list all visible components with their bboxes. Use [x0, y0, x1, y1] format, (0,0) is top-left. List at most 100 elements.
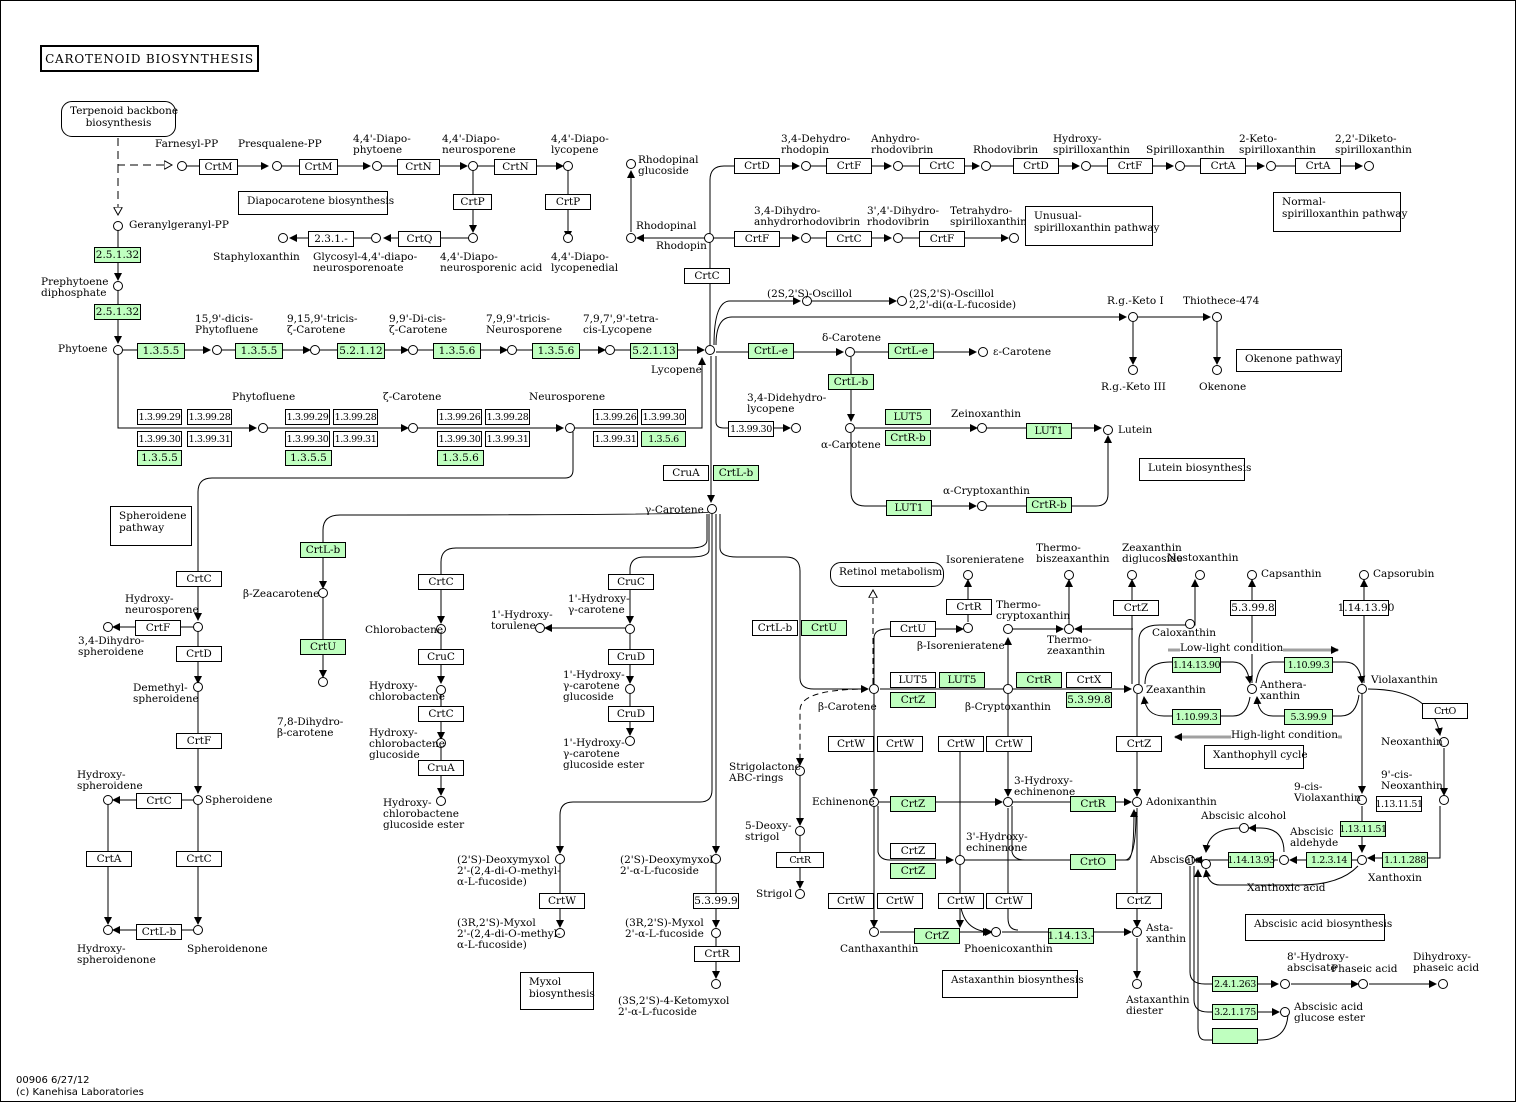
enzyme-box[interactable]: 1.3.5.6	[641, 431, 686, 447]
enzyme-box[interactable]: CrtZ	[890, 843, 936, 859]
compound-node-okenone[interactable]	[1212, 365, 1222, 375]
compound-node-dihydrospheroidene[interactable]	[103, 622, 113, 632]
enzyme-box[interactable]: CrtC	[136, 793, 182, 809]
enzyme-box[interactable]: CrtO	[1070, 854, 1116, 870]
pathway-link-retinol[interactable]: Retinol metabolism	[830, 562, 944, 587]
compound-node-thermocrypto[interactable]	[1003, 624, 1013, 634]
compound-node-dihydrophaseic[interactable]	[1438, 979, 1448, 989]
compound-node-beta-crypto[interactable]	[1003, 684, 1013, 694]
enzyme-box[interactable]: 1.1.1.288	[1382, 852, 1428, 868]
enzyme-box[interactable]: 1.3.99.30	[641, 409, 686, 425]
compound-node-tricis-neuro[interactable]	[507, 345, 517, 355]
compound-node-alpha-crypto[interactable]	[977, 501, 987, 511]
enzyme-box[interactable]: 2.4.1.263	[1212, 976, 1258, 992]
enzyme-box[interactable]: CrtF	[1107, 158, 1153, 174]
enzyme-box[interactable]: CrtM	[299, 159, 338, 175]
enzyme-box[interactable]: 1.14.13.-	[1047, 928, 1095, 944]
compound-node-antheraxanthin[interactable]	[1247, 684, 1257, 694]
compound-node-diaponeurosporene[interactable]	[468, 161, 478, 171]
enzyme-box[interactable]: CrtA	[1200, 158, 1246, 174]
enzyme-box[interactable]: CrtF	[919, 231, 965, 247]
compound-node-spirilloxanthin[interactable]	[1175, 161, 1185, 171]
enzyme-box[interactable]: 1.3.5.6	[532, 343, 580, 359]
enzyme-box[interactable]: CrtW	[938, 893, 984, 909]
compound-node-tricis-zeta[interactable]	[310, 345, 320, 355]
enzyme-box[interactable]: CrtL-b	[713, 465, 759, 481]
enzyme-box[interactable]: 1.13.11.51	[1339, 821, 1387, 837]
enzyme-box[interactable]: 1.3.5.5	[285, 450, 332, 466]
pathway-link-astaxanthin[interactable]: Astaxanthin biosynthesis	[942, 970, 1084, 998]
compound-node-ggpp[interactable]	[113, 221, 123, 231]
compound-node-neoxanthin[interactable]	[1439, 737, 1449, 747]
pathway-link-lutein[interactable]: Lutein biosynthesis	[1139, 458, 1251, 481]
compound-node-deoxystrigol[interactable]	[795, 826, 805, 836]
compound-node-phaseic-acid[interactable]	[1358, 979, 1368, 989]
compound-node-zeaxanthin[interactable]	[1133, 684, 1143, 694]
enzyme-box[interactable]: CruC	[418, 649, 464, 665]
enzyme-box[interactable]: CrtN	[397, 159, 440, 175]
compound-node-anhydrorhodovibrin[interactable]	[893, 161, 903, 171]
compound-node-dihydrorhodovibrin[interactable]	[893, 233, 903, 243]
enzyme-box[interactable]: CrtZ	[914, 928, 960, 944]
enzyme-box[interactable]: CrtU	[801, 620, 847, 636]
compound-node-spheroidenone[interactable]	[193, 925, 203, 935]
compound-node-beta-carotene[interactable]	[869, 684, 879, 694]
enzyme-box[interactable]: CrtW	[877, 736, 923, 752]
enzyme-box[interactable]: CrtD	[176, 646, 222, 662]
compound-node-diketospirillo[interactable]	[1364, 161, 1374, 171]
compound-node-hydroxyechinenone2[interactable]	[955, 855, 965, 865]
enzyme-box[interactable]: CrtC	[418, 706, 464, 722]
compound-node-thermozea[interactable]	[1064, 624, 1074, 634]
enzyme-box[interactable]: CrtD	[734, 158, 780, 174]
compound-node-beta-isorenieratene[interactable]	[963, 623, 973, 633]
enzyme-box[interactable]: CrtC	[176, 571, 222, 587]
compound-node-oscillol-fuc[interactable]	[897, 296, 907, 306]
enzyme-box[interactable]: CrtP	[453, 194, 492, 210]
enzyme-box[interactable]: CrtX	[1066, 672, 1112, 688]
enzyme-box[interactable]: 1.3.99.30	[437, 431, 482, 447]
enzyme-box[interactable]: CrtL-b	[136, 924, 182, 940]
enzyme-box[interactable]: CruD	[608, 649, 654, 665]
compound-node-rhodopinal[interactable]	[626, 233, 636, 243]
compound-node-neurosporene[interactable]	[565, 423, 575, 433]
enzyme-box[interactable]: 5.3.99.8	[1066, 692, 1112, 708]
enzyme-box[interactable]: LUT5	[939, 672, 985, 688]
enzyme-box[interactable]: CrtU	[890, 621, 936, 637]
compound-node-xanthoxic-acid[interactable]	[1201, 859, 1211, 869]
enzyme-box[interactable]: CruA	[663, 465, 709, 481]
compound-node-aba-glucose-ester[interactable]	[1280, 1007, 1290, 1017]
enzyme-box[interactable]: 5.3.99.9	[693, 893, 739, 909]
compound-node-adonixanthin[interactable]	[1132, 797, 1142, 807]
compound-node-diapophytoene[interactable]	[372, 161, 382, 171]
compound-node-beta-zeacarotene[interactable]	[318, 588, 328, 598]
enzyme-box[interactable]: CrtW	[877, 893, 923, 909]
compound-node-myxol-methyl[interactable]	[555, 928, 565, 938]
enzyme-box[interactable]: 1.3.5.6	[437, 450, 484, 466]
enzyme-box[interactable]: 1.3.99.29	[285, 409, 330, 425]
enzyme-box[interactable]: CruD	[608, 706, 654, 722]
enzyme-box[interactable]: 1.3.99.31	[333, 431, 378, 447]
compound-node-lutein[interactable]	[1103, 425, 1113, 435]
compound-node-zea-diglucoside[interactable]	[1127, 570, 1137, 580]
enzyme-box[interactable]: CrtW	[828, 893, 874, 909]
enzyme-box[interactable]: 3.2.1.175	[1212, 1004, 1258, 1020]
compound-node-abscisic-alcohol[interactable]	[1239, 823, 1249, 833]
compound-node-zeinoxanthin[interactable]	[977, 423, 987, 433]
enzyme-box[interactable]: CrtW	[938, 736, 984, 752]
enzyme-box[interactable]: CrtW	[986, 736, 1032, 752]
compound-node-rg-keto3[interactable]	[1128, 365, 1138, 375]
enzyme-box[interactable]: 5.2.1.12	[337, 343, 385, 359]
compound-node-phytofluene[interactable]	[258, 423, 268, 433]
compound-node-hydroxyspheroidene[interactable]	[103, 795, 113, 805]
enzyme-box[interactable]: 1.3.99.31	[187, 431, 232, 447]
compound-node-hydroxyspheroidenone[interactable]	[103, 925, 113, 935]
enzyme-box[interactable]: CrtC	[919, 158, 965, 174]
compound-node-strigolactone[interactable]	[795, 766, 805, 776]
compound-node-prephytoene[interactable]	[113, 281, 123, 291]
compound-node-echinenone[interactable]	[869, 797, 879, 807]
compound-node-epsilon-carotene[interactable]	[978, 347, 988, 357]
pathway-link-xanthophyll[interactable]: Xanthophyll cycle	[1204, 745, 1308, 769]
enzyme-box[interactable]: CrtA	[86, 851, 132, 867]
compound-node-hydroxyspirillo[interactable]	[1081, 161, 1091, 171]
compound-node-demethylspheroidene[interactable]	[193, 682, 203, 692]
